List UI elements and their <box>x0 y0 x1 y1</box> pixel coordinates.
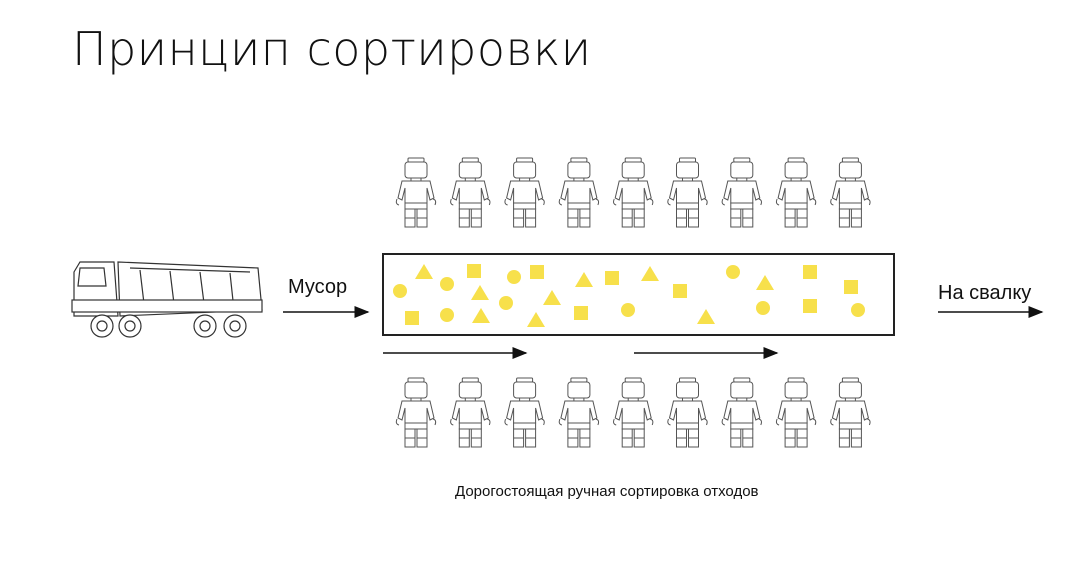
square-item <box>574 306 588 320</box>
circle-item <box>440 277 454 291</box>
workers-top-row <box>395 157 871 228</box>
circle-item <box>621 303 635 317</box>
truck-icon <box>71 261 263 338</box>
triangle-item <box>471 285 489 300</box>
circle-item <box>507 270 521 284</box>
worker-figure-icon <box>395 157 437 228</box>
circle-item <box>499 296 513 310</box>
circle-item <box>726 265 740 279</box>
worker-figure-icon <box>395 377 437 448</box>
square-item <box>803 265 817 279</box>
worker-figure-icon <box>830 377 871 448</box>
conveyor-belt <box>382 253 895 336</box>
caption: Дорогостоящая ручная сортировка отходов <box>455 483 759 500</box>
input-label: Мусор <box>288 276 348 298</box>
worker-figure-icon <box>667 157 708 228</box>
triangle-item <box>697 309 715 324</box>
worker-figure-icon <box>775 377 817 448</box>
square-item <box>605 271 619 285</box>
square-item <box>673 284 687 298</box>
triangle-item <box>575 272 593 287</box>
worker-figure-icon <box>721 377 762 448</box>
worker-figure-icon <box>558 377 600 448</box>
triangle-item <box>472 308 490 323</box>
slide-title: Принцип сортировки <box>72 22 592 76</box>
waste-items <box>393 264 865 327</box>
circle-item <box>393 284 407 298</box>
worker-figure-icon <box>450 157 491 228</box>
worker-figure-icon <box>558 157 600 228</box>
worker-figure-icon <box>721 157 762 228</box>
circle-item <box>440 308 454 322</box>
worker-figure-icon <box>830 157 871 228</box>
square-item <box>467 264 481 278</box>
circle-item <box>851 303 865 317</box>
triangle-item <box>641 266 659 281</box>
worker-figure-icon <box>667 377 708 448</box>
worker-figure-icon <box>450 377 491 448</box>
worker-figure-icon <box>504 377 545 448</box>
workers-bottom-row <box>395 377 871 448</box>
worker-figure-icon <box>504 157 545 228</box>
square-item <box>530 265 544 279</box>
square-item <box>844 280 858 294</box>
triangle-item <box>756 275 774 290</box>
triangle-item <box>543 290 561 305</box>
output-label: На свалку <box>938 282 1032 304</box>
worker-figure-icon <box>613 377 654 448</box>
circle-item <box>756 301 770 315</box>
square-item <box>405 311 419 325</box>
worker-figure-icon <box>613 157 654 228</box>
worker-figure-icon <box>775 157 817 228</box>
triangle-item <box>415 264 433 279</box>
square-item <box>803 299 817 313</box>
triangle-item <box>527 312 545 327</box>
